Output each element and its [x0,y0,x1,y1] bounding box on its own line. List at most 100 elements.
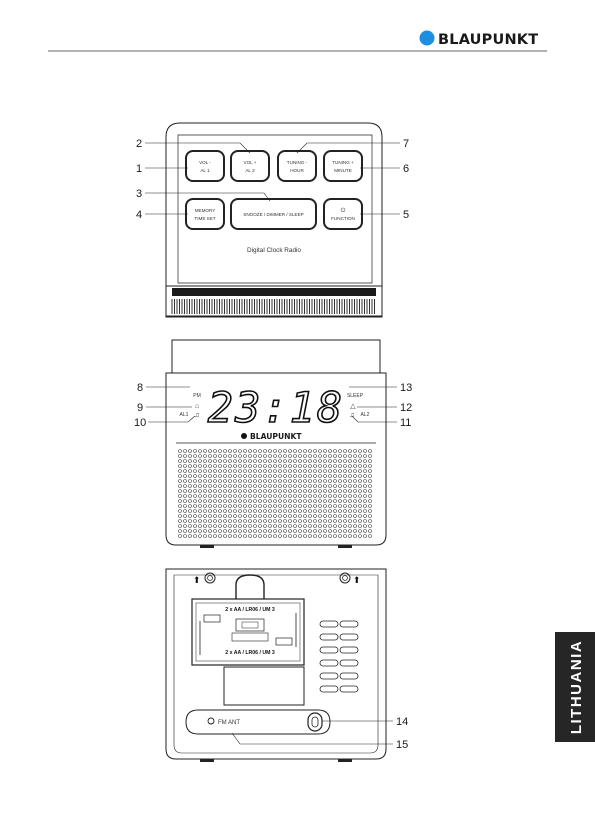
speaker-hole [204,450,207,453]
vol-plus-button[interactable]: VOL + AL 2 [231,151,269,181]
speaker-hole [234,450,237,453]
speaker-hole [189,530,192,533]
speaker-hole [309,530,312,533]
speaker-hole [369,500,372,503]
speaker-hole [329,480,332,483]
speaker-hole [279,520,282,523]
speaker-hole [244,515,247,518]
speaker-hole [269,490,272,493]
speaker-hole [239,450,242,453]
speaker-hole [259,510,262,513]
speaker-hole [264,480,267,483]
callout-7: 7 [403,138,409,150]
speaker-hole [299,520,302,523]
speaker-hole [184,485,187,488]
speaker-hole [309,480,312,483]
speaker-hole [339,460,342,463]
speaker-hole [244,525,247,528]
speaker-hole [344,450,347,453]
speaker-hole [349,490,352,493]
speaker-hole [319,525,322,528]
speaker-hole [184,480,187,483]
speaker-hole [249,525,252,528]
speaker-hole [314,535,317,538]
speaker-hole [199,485,202,488]
speaker-hole [334,455,337,458]
speaker-hole [344,475,347,478]
speaker-hole [219,470,222,473]
speaker-hole [349,495,352,498]
speaker-hole [199,475,202,478]
speaker-hole [254,490,257,493]
speaker-hole [364,470,367,473]
speaker-hole [284,480,287,483]
snooze-button[interactable]: SNOOZE / DIMMER / SLEEP [231,199,316,229]
callout-4: 4 [136,209,142,221]
speaker-hole [234,480,237,483]
speaker-hole [194,455,197,458]
function-button[interactable]: ⏻ FUNCTION [324,199,362,229]
memory-button[interactable]: MEMORY TIME SET [186,199,224,229]
speaker-hole [264,535,267,538]
display-foot-left [200,545,214,548]
speaker-hole [354,535,357,538]
speaker-hole [259,515,262,518]
speaker-hole [289,505,292,508]
speaker-hole [209,535,212,538]
speaker-hole [314,515,317,518]
speaker-hole [284,500,287,503]
speaker-hole [199,450,202,453]
speaker-hole [324,505,327,508]
front-view-svg: VOL - AL 1 VOL + AL 2 TUNING - HOUR TUNI… [0,115,595,320]
speaker-hole [324,510,327,513]
speaker-hole [269,515,272,518]
speaker-hole [239,490,242,493]
vent-slot [320,634,338,640]
speaker-hole [319,470,322,473]
speaker-hole [244,475,247,478]
speaker-hole [234,495,237,498]
speaker-hole [214,470,217,473]
vent-slot [320,686,338,692]
speaker-hole [249,465,252,468]
speaker-hole [224,535,227,538]
speaker-hole [339,525,342,528]
speaker-hole [339,530,342,533]
speaker-hole [349,515,352,518]
speaker-hole [254,485,257,488]
vol-minus-button[interactable]: VOL - AL 1 [186,151,224,181]
speaker-hole [289,525,292,528]
speaker-hole [299,505,302,508]
speaker-hole [314,520,317,523]
speaker-hole [274,480,277,483]
speaker-hole [284,505,287,508]
tuning-minus-button[interactable]: TUNING - HOUR [278,151,316,181]
speaker-hole [209,470,212,473]
speaker-hole [254,525,257,528]
front-tagline: Digital Clock Radio [247,247,301,254]
speaker-hole [309,485,312,488]
speaker-hole [309,520,312,523]
tuning-plus-button[interactable]: TUNING + MINUTE [324,151,362,181]
page-header: BLAUPUNKT [0,0,595,60]
speaker-hole [294,530,297,533]
battery-center-icon [236,619,264,631]
speaker-hole [339,500,342,503]
speaker-hole [359,470,362,473]
speaker-hole [259,490,262,493]
speaker-hole [369,490,372,493]
speaker-hole [179,530,182,533]
speaker-hole [284,510,287,513]
callout-3: 3 [136,188,142,200]
dc-jack[interactable] [308,713,322,731]
speaker-hole [184,465,187,468]
speaker-hole [219,515,222,518]
speaker-hole [199,535,202,538]
device-brand: BLAUPUNKT [250,432,302,441]
speaker-hole [194,510,197,513]
header-brand: BLAUPUNKT [438,32,538,48]
speaker-hole [334,450,337,453]
speaker-hole [364,510,367,513]
speaker-hole [329,510,332,513]
speaker-hole [244,455,247,458]
